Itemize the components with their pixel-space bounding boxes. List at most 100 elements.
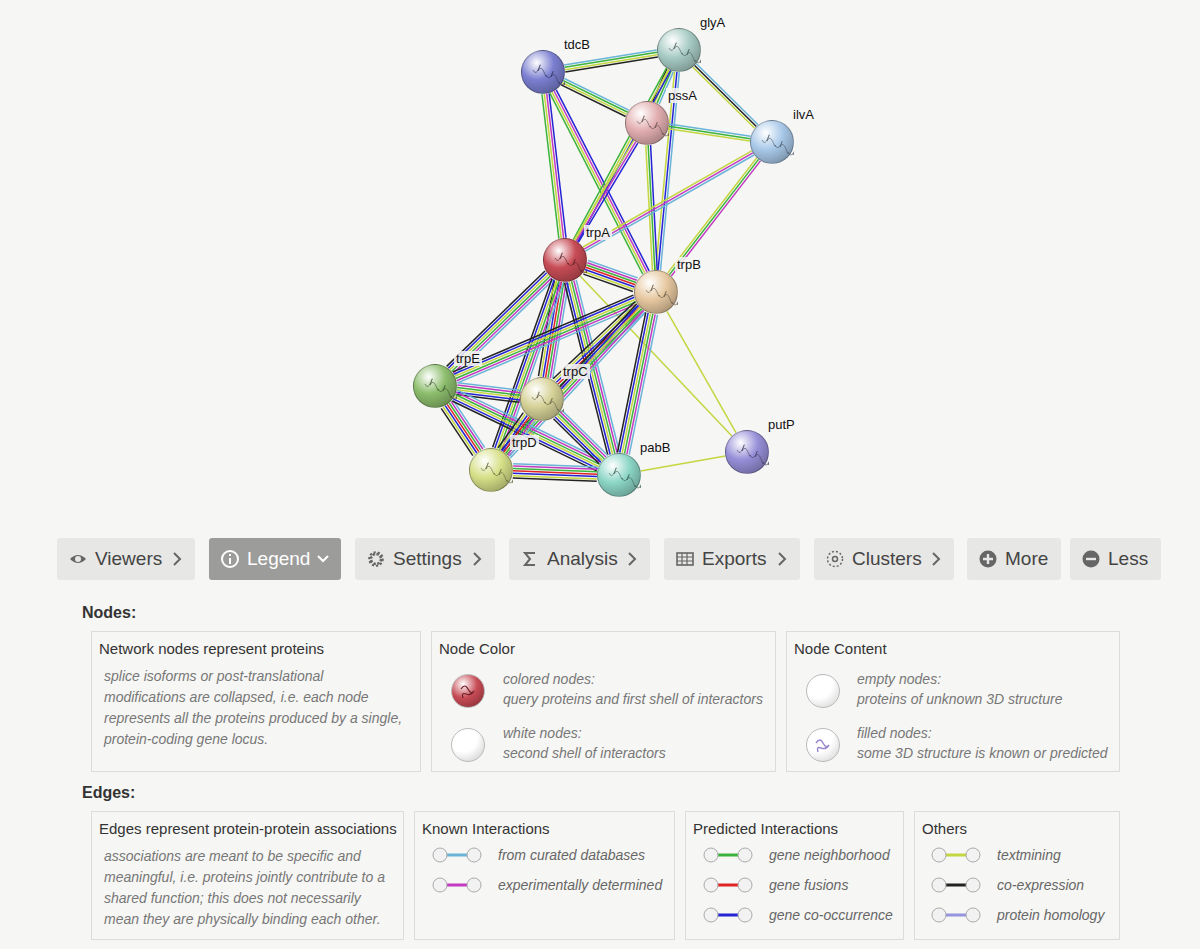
toolbar-button: Less <box>1070 538 1161 580</box>
button-icon <box>1082 550 1100 568</box>
structure-icon <box>597 453 641 497</box>
protein-node: trpD <box>469 448 513 492</box>
legend-entry: gene co-occurrence <box>703 905 893 925</box>
button-text: Less <box>1108 548 1148 570</box>
panel-text: second shell of interactors <box>503 743 666 764</box>
button-text: Clusters <box>852 548 922 570</box>
protein-node: pssA <box>625 101 669 145</box>
panel-heading: Others <box>922 820 967 837</box>
panel-text: empty nodes: <box>857 669 941 690</box>
legend-panel: Node Colorcolored nodes:query proteins a… <box>431 631 776 772</box>
legend-text: protein homology <box>997 907 1104 923</box>
edge-sample <box>432 875 482 895</box>
node-sample <box>806 674 840 708</box>
protein-label: putP <box>766 417 797 432</box>
structure-icon <box>469 448 513 492</box>
association-edge <box>583 261 637 292</box>
protein-label: tdcB <box>562 37 592 52</box>
legend-text: experimentally determined <box>498 877 662 893</box>
protein-label: pssA <box>666 88 699 103</box>
panel-text: associations are meant to be specific an… <box>104 846 394 930</box>
structure-icon <box>543 238 587 282</box>
structure-icon <box>625 101 669 145</box>
protein-label: trpA <box>584 225 612 240</box>
button-text: Legend <box>247 548 310 570</box>
association-edge <box>561 78 629 116</box>
legend-panel: Node Contentempty nodes:proteins of unkn… <box>786 631 1120 772</box>
association-edge <box>693 64 758 128</box>
legend-panel: Known Interactions <box>414 811 675 940</box>
association-edge <box>553 410 607 464</box>
panel-text: white nodes: <box>503 723 582 744</box>
button-text: Analysis <box>547 548 618 570</box>
structure-icon <box>750 120 794 164</box>
legend-entry: gene neighborhood <box>703 845 890 865</box>
structure-icon <box>807 729 839 761</box>
panel-heading: Known Interactions <box>422 820 550 837</box>
button-icon <box>367 550 385 568</box>
panel-heading: Predicted Interactions <box>693 820 838 837</box>
edge-sample <box>703 905 753 925</box>
protein-node: trpE <box>413 364 457 408</box>
toolbar-button: Clusters <box>814 538 954 580</box>
edge-sample <box>931 875 981 895</box>
structure-icon <box>520 377 564 421</box>
association-edge <box>573 68 670 242</box>
protein-label: trpC <box>561 364 590 379</box>
protein-label: trpB <box>675 257 703 272</box>
structure-icon <box>413 364 457 408</box>
protein-label: glyA <box>698 15 727 30</box>
button-icon <box>521 550 539 568</box>
button-icon <box>69 550 87 568</box>
section-label: Edges: <box>82 784 135 802</box>
association-edge <box>668 124 750 141</box>
legend-entry: gene fusions <box>703 875 848 895</box>
chevron-icon <box>471 552 483 566</box>
protein-node: trpA <box>543 238 587 282</box>
legend-panel: Network nodes represent proteinssplice i… <box>91 631 421 772</box>
panel-text: some 3D structure is known or predicted <box>857 743 1108 764</box>
association-edge <box>668 158 761 276</box>
button-icon <box>826 550 844 568</box>
structure-icon <box>725 430 769 474</box>
panel-text: query proteins and first shell of intera… <box>503 689 763 710</box>
association-edge <box>542 93 566 238</box>
protein-node: ilvA <box>750 120 794 164</box>
toolbar-button: More <box>967 538 1061 580</box>
chevron-icon <box>317 552 329 566</box>
button-text: Viewers <box>95 548 162 570</box>
chevron-icon <box>930 552 942 566</box>
legend-text: from curated databases <box>498 847 645 863</box>
protein-label: trpD <box>510 435 539 450</box>
toolbar-button: Settings <box>355 538 495 580</box>
button-text: More <box>1005 548 1048 570</box>
panel-text: filled nodes: <box>857 723 932 744</box>
legend-entry: experimentally determined <box>432 875 662 895</box>
legend-text: gene co-occurrence <box>769 907 893 923</box>
legend-panel: Edges represent protein-protein associat… <box>91 811 404 940</box>
chevron-icon <box>171 552 183 566</box>
edge-sample <box>432 845 482 865</box>
association-edge <box>641 456 726 471</box>
structure-icon <box>452 675 484 707</box>
panel-heading: Network nodes represent proteins <box>99 640 324 657</box>
edge-sample <box>703 875 753 895</box>
chevron-icon <box>626 552 638 566</box>
button-text: Settings <box>393 548 462 570</box>
toolbar-button: Viewers <box>57 538 195 580</box>
toolbar-button: Legend <box>209 538 341 580</box>
protein-node: tdcB <box>521 50 565 94</box>
panel-text: colored nodes: <box>503 669 595 690</box>
association-edge <box>617 312 657 454</box>
toolbar-button: Analysis <box>509 538 650 580</box>
chevron-icon <box>776 552 788 566</box>
node-sample <box>806 728 840 762</box>
protein-label: ilvA <box>791 107 816 122</box>
button-icon <box>221 550 239 568</box>
button-text: Exports <box>702 548 766 570</box>
node-sample <box>451 728 485 762</box>
node-sample <box>451 674 485 708</box>
legend-entry: co-expression <box>931 875 1084 895</box>
toolbar-button: Exports <box>664 538 800 580</box>
protein-node: trpC <box>520 377 564 421</box>
